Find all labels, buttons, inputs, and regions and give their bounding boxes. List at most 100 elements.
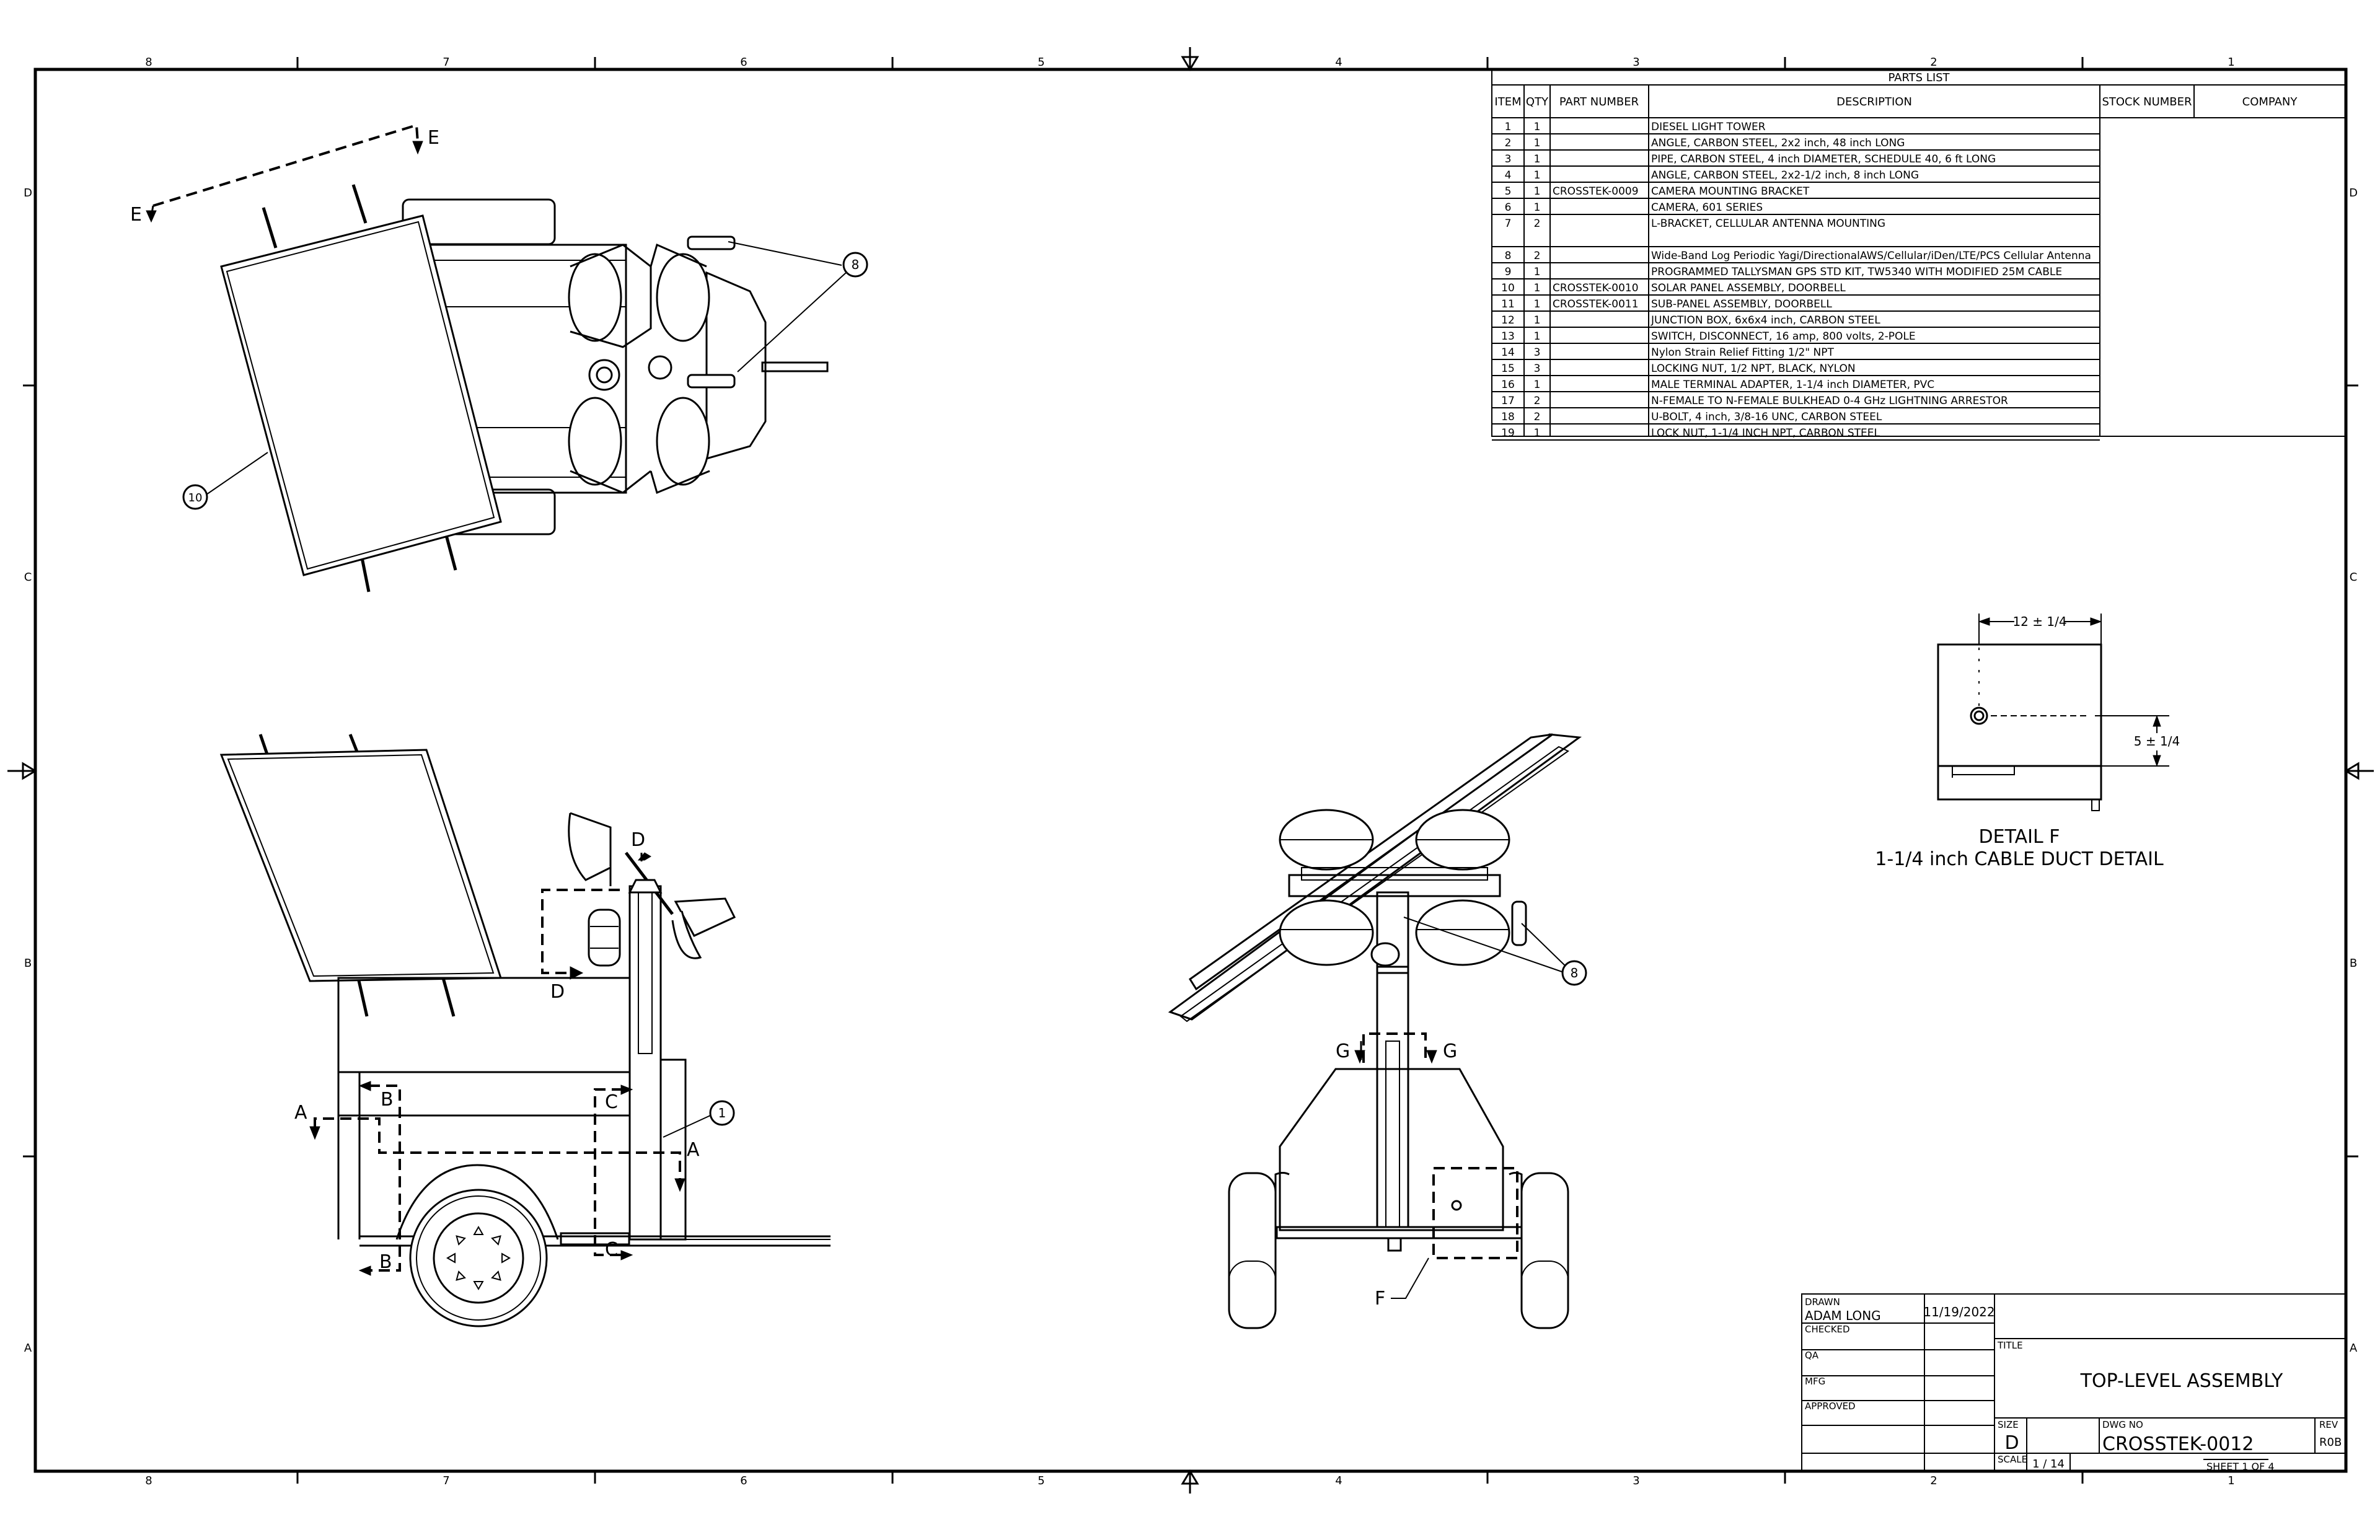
- cell-qty: 1: [1534, 282, 1541, 294]
- header-stock-number: STOCK NUMBER: [2102, 95, 2192, 108]
- col-label: 2: [1930, 56, 1937, 69]
- cell-description: N-FEMALE TO N-FEMALE BULKHEAD 0-4 GHz LI…: [1651, 395, 2008, 407]
- cell-description: L-BRACKET, CELLULAR ANTENNA MOUNTING: [1651, 218, 1885, 230]
- cell-qty: 2: [1534, 411, 1541, 423]
- cell-description: DIESEL LIGHT TOWER: [1651, 121, 1766, 133]
- light-bar: [1288, 874, 1501, 897]
- col-label: 6: [740, 56, 747, 69]
- cell-item: 4: [1505, 169, 1512, 182]
- sheet-number: SHEET 1 OF 4: [2206, 1461, 2275, 1472]
- view-label-e: E: [130, 204, 142, 226]
- trailer-drawbar: [761, 361, 829, 372]
- col-label: 3: [1633, 1474, 1639, 1487]
- center-marks: [7, 47, 2374, 1494]
- lug-nut: [501, 1252, 511, 1264]
- dim-width: 12 ± 1/4: [2012, 614, 2066, 629]
- detail-f: 12 ± 1/4 5 ± 1/4 DETAIL F 1-1/4 inch CAB…: [1875, 612, 2180, 870]
- drawing-scale: 1 / 14: [2032, 1458, 2065, 1471]
- cell-description: U-BOLT, 4 inch, 3/8-16 UNC, CARBON STEEL: [1651, 411, 1882, 423]
- drawn-date: 11/19/2022: [1923, 1305, 1994, 1319]
- lug-nut: [473, 1225, 484, 1235]
- col-label: 7: [443, 56, 449, 69]
- row-label: D: [24, 187, 32, 200]
- trailer-wheel-side: [409, 1189, 548, 1327]
- cell-item: 18: [1501, 411, 1515, 423]
- cell-qty: 1: [1534, 185, 1541, 198]
- view-label-a: A: [294, 1102, 307, 1124]
- trailer-front-body: [1279, 1068, 1504, 1231]
- cell-description: SUB-PANEL ASSEMBLY, DOORBELL: [1651, 298, 1832, 310]
- mast-flood-light: [674, 897, 736, 937]
- lug-nut: [491, 1235, 501, 1246]
- cell-item: 9: [1505, 266, 1512, 278]
- cell-qty: 3: [1534, 363, 1541, 375]
- cable-duct-box: [1937, 643, 2102, 801]
- dwg-no-label: DWG NO: [2102, 1419, 2143, 1430]
- cell-item: 12: [1501, 314, 1515, 327]
- dim-height: 5 ± 1/4: [2134, 734, 2180, 749]
- side-view: D D A A B B C C 1: [219, 734, 831, 1327]
- trailer-enclosure: [337, 977, 631, 1073]
- approved-label: APPROVED: [1805, 1401, 1856, 1412]
- cell-item: 17: [1501, 395, 1515, 407]
- header-item: ITEM: [1494, 95, 1521, 108]
- header-qty: QTY: [1526, 95, 1549, 108]
- col-label: 4: [1335, 56, 1342, 69]
- antenna-side: [1511, 900, 1527, 946]
- scale-label: SCALE: [1998, 1454, 2027, 1465]
- cell-qty: 1: [1534, 266, 1541, 278]
- revision: R0B: [2319, 1436, 2342, 1449]
- cell-qty: 1: [1534, 153, 1541, 165]
- cell-qty: 1: [1534, 379, 1541, 391]
- cell-qty: 2: [1534, 218, 1541, 230]
- col-label: 4: [1335, 1474, 1342, 1487]
- row-label: A: [2350, 1342, 2358, 1355]
- view-label-d: D: [631, 829, 645, 851]
- row-label: C: [24, 571, 32, 584]
- front-view: G G 8 F: [1168, 733, 1587, 1329]
- col-label: 2: [1930, 1474, 1937, 1487]
- cell-qty: 2: [1534, 250, 1541, 262]
- mast-head-frame: [705, 271, 767, 460]
- cell-description: Wide-Band Log Periodic Yagi/DirectionalA…: [1651, 250, 2091, 262]
- cell-description: SOLAR PANEL ASSEMBLY, DOORBELL: [1651, 282, 1846, 294]
- col-label: 3: [1633, 56, 1639, 69]
- wheel-lug-pattern: [446, 1225, 511, 1291]
- col-label: 8: [145, 56, 152, 69]
- cell-description: SWITCH, DISCONNECT, 16 amp, 800 volts, 2…: [1651, 330, 1916, 343]
- view-label-c: C: [605, 1091, 618, 1113]
- cell-part-number: CROSSTEK-0010: [1553, 282, 1639, 294]
- trailer-wheel-left: [1228, 1172, 1277, 1329]
- balloon-10: [182, 484, 208, 510]
- cell-item: 14: [1501, 346, 1515, 359]
- cell-item: 1: [1505, 121, 1512, 133]
- wheel-fender: [395, 1164, 559, 1240]
- drawing-border: 8 7 6 5 4 3 2 1 8 7 6 5 4 3 2 1 D C B A …: [7, 47, 2374, 1494]
- parts-list-header: ITEM QTY PART NUMBER DESCRIPTION STOCK N…: [1494, 95, 2298, 108]
- cell-item: 10: [1501, 282, 1515, 294]
- cell-qty: 1: [1534, 427, 1541, 439]
- title-label: TITLE: [1997, 1340, 2023, 1351]
- view-label-g: G: [1443, 1041, 1457, 1062]
- lug-nut: [473, 1281, 484, 1291]
- cell-item: 15: [1501, 363, 1515, 375]
- cell-part-number: CROSSTEK-0011: [1553, 298, 1639, 310]
- cell-qty: 2: [1534, 395, 1541, 407]
- solar-panel-top-view: [220, 184, 502, 592]
- cell-qty: 1: [1534, 314, 1541, 327]
- col-label: 7: [443, 1474, 449, 1487]
- flood-light: [656, 253, 710, 342]
- col-label: 8: [145, 1474, 152, 1487]
- solar-panel-side-view: [219, 749, 503, 982]
- col-label: 1: [2228, 56, 2234, 69]
- drawing-number: CROSSTEK-0012: [2102, 1433, 2254, 1455]
- lug-nut: [456, 1235, 466, 1246]
- cell-qty: 1: [1534, 121, 1541, 133]
- cell-item: 2: [1505, 137, 1512, 149]
